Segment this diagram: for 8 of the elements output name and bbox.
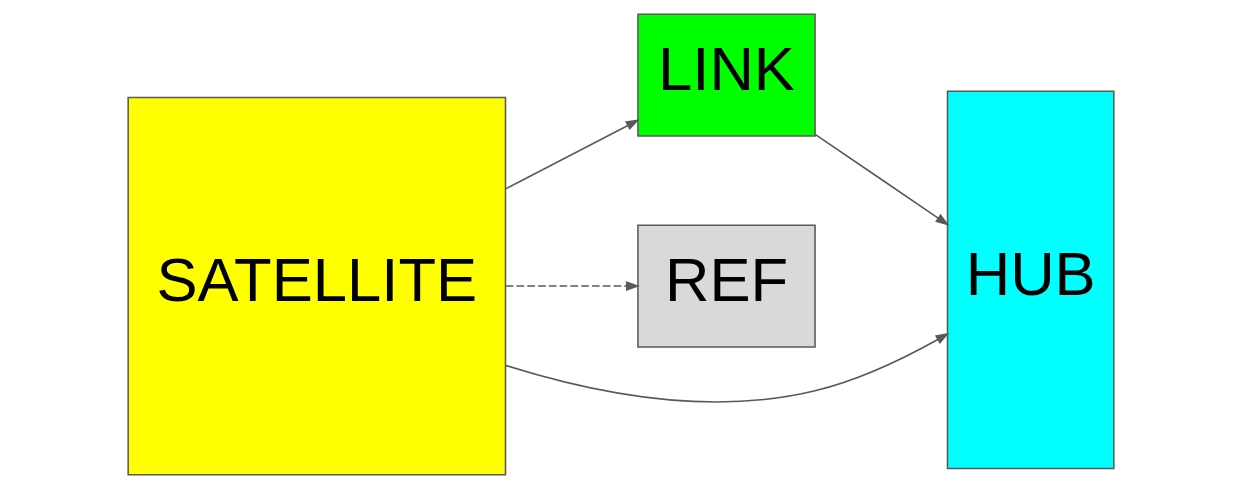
node-box: LINK — [636, 13, 816, 137]
arrow — [504, 281, 640, 291]
arrow — [504, 332, 949, 403]
node-box: REF — [636, 224, 816, 348]
node-box: HUB — [946, 90, 1115, 470]
arrow — [813, 133, 949, 226]
node-box: SATELLITE — [126, 96, 506, 476]
arrow — [504, 119, 640, 190]
